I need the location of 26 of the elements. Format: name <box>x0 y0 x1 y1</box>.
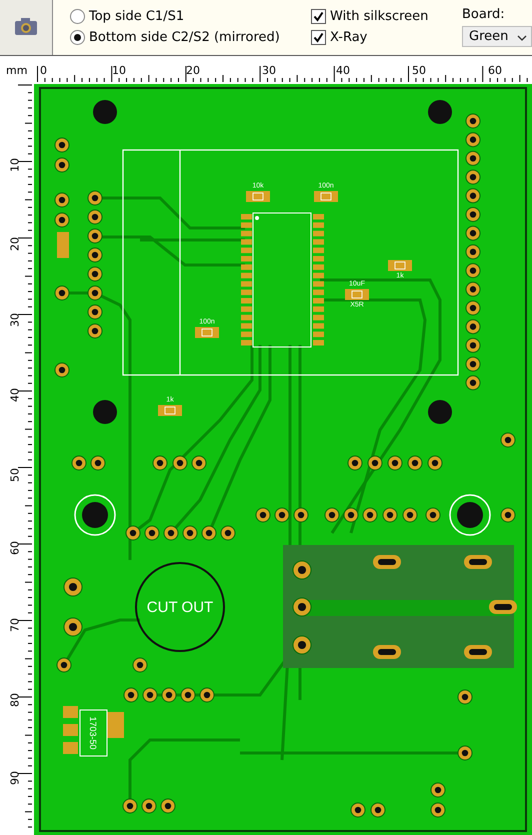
ruler-number: 60 <box>8 541 22 555</box>
dropdown-select: Green <box>462 26 532 47</box>
ruler-number: mm <box>6 64 28 77</box>
ruler-number: 20 <box>186 64 200 77</box>
radio-button: Top side C1/S1 <box>70 9 184 24</box>
radio-button: Bottom side C2/S2 (mirrored) <box>70 30 280 45</box>
ruler-number: 50 <box>8 468 22 482</box>
cutout-circle <box>135 562 225 652</box>
part-number: 1703-50 <box>88 716 98 750</box>
ruler-number: 0 <box>40 64 47 77</box>
ruler-number: 10 <box>112 64 126 77</box>
ruler-number: 70 <box>8 618 22 632</box>
ruler-number: 30 <box>8 313 22 327</box>
ruler-number: 30 <box>262 64 276 77</box>
ruler-number: 20 <box>8 237 22 251</box>
ruler-number: 50 <box>412 64 426 77</box>
checkbox: With silkscreen <box>311 9 428 24</box>
ruler-number: 40 <box>8 388 22 402</box>
field-label: Board: <box>462 7 505 22</box>
checkbox: X-Ray <box>311 30 368 45</box>
ruler-number: 80 <box>8 693 22 707</box>
ruler-number: 90 <box>8 771 22 785</box>
ruler-number: 60 <box>488 64 502 77</box>
ruler-number: 10 <box>8 158 22 172</box>
ruler-number: 40 <box>336 64 350 77</box>
cutout-label: CUT OUT <box>146 598 214 616</box>
